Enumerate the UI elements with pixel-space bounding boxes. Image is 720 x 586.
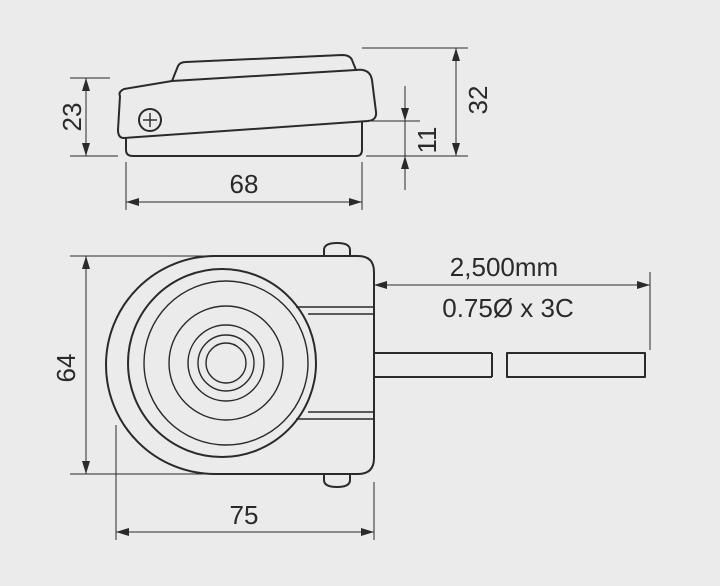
cable-length-label: 2,500mm — [450, 252, 558, 282]
housing-body — [117, 68, 378, 139]
height-label-23: 23 — [57, 103, 87, 132]
base-height-label-11: 11 — [412, 127, 442, 154]
total-height-label-32: 32 — [463, 86, 493, 115]
center-button — [205, 342, 247, 384]
height-label-64: 64 — [51, 354, 81, 383]
dimension-64: 64 — [51, 256, 90, 474]
side-view: 23 32 11 68 — [57, 47, 493, 210]
dimension-cable-length: 2,500mm 0.75Ø x 3C — [374, 252, 650, 323]
cable-spec-label: 0.75Ø x 3C — [442, 293, 574, 323]
dimension-23: 23 — [57, 78, 90, 156]
pedal-ring-1 — [143, 280, 309, 446]
pivot-screw-icon — [138, 108, 162, 132]
depth-label-68: 68 — [230, 169, 259, 199]
dimension-11: 11 — [401, 86, 442, 190]
mount-tab-bottom — [323, 474, 351, 488]
mount-tab-top — [323, 242, 351, 256]
housing-base — [125, 121, 363, 157]
housing-outline — [105, 255, 375, 475]
pedal-ring-4 — [197, 334, 255, 392]
cable — [374, 352, 646, 378]
outer-ring — [127, 268, 317, 458]
dimension-68: 68 — [126, 169, 362, 206]
pedal-ring-3 — [187, 324, 265, 402]
pedal-ring-2 — [168, 305, 284, 421]
dimension-32: 32 — [452, 48, 493, 156]
top-view: 64 75 2,500mm 0.75Ø x 3C — [51, 242, 651, 540]
width-label-75: 75 — [230, 500, 259, 530]
pedal-cap — [171, 54, 357, 82]
dimension-75: 75 — [116, 500, 374, 536]
